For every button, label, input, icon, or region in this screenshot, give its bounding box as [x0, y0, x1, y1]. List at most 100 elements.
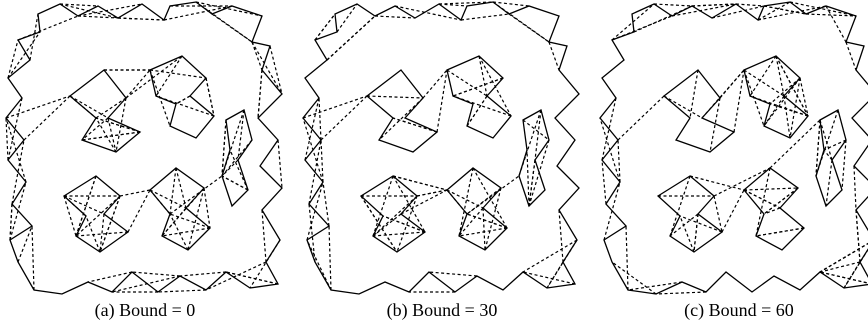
triangulation-diagonal	[844, 240, 868, 288]
triangulation-group	[600, 2, 868, 294]
triangulation-diagonal	[257, 69, 263, 119]
triangulation-diagonal	[221, 175, 249, 191]
triangulation-diagonal	[205, 261, 267, 291]
polygon-outline	[302, 1, 580, 295]
triangulation-diagonal	[396, 195, 418, 253]
triangulation-diagonal	[225, 271, 279, 285]
triangulation-group	[5, 1, 283, 295]
polygon-hole-outline	[518, 109, 550, 208]
polygon-hole-outline	[149, 55, 215, 139]
triangulation-diagonal	[211, 13, 253, 43]
triangulation-diagonal	[842, 140, 846, 190]
triangulation-diagonal	[149, 69, 207, 79]
triangulation-diagonal	[548, 41, 560, 71]
triangulation-diagonal	[378, 97, 424, 141]
triangulation-diagonal	[522, 239, 578, 273]
triangulation-diagonal	[438, 1, 494, 5]
triangulation-diagonal	[169, 213, 211, 229]
triangulation-diagonal	[602, 160, 606, 204]
triangulation-diagonal	[251, 41, 283, 95]
triangulation-diagonal	[229, 149, 249, 191]
triangulation-diagonal	[690, 176, 744, 190]
polygon-triangulation-c	[594, 0, 868, 300]
polygon-outline	[5, 1, 283, 295]
triangulation-diagonal	[764, 188, 798, 214]
triangulation-diagonal	[776, 56, 808, 116]
triangulation-diagonal	[694, 214, 698, 252]
caption-c: (c) Bound = 60	[684, 300, 794, 320]
polygon-hole-outline	[744, 168, 804, 250]
polygon-hole-outline	[446, 167, 508, 251]
triangulation-diagonal	[5, 95, 71, 119]
triangulation-diagonal	[161, 227, 211, 237]
triangulation-diagonal	[87, 271, 133, 283]
triangulation-diagonal	[826, 160, 832, 206]
triangulation-diagonal	[7, 39, 19, 79]
triangulation-diagonal	[366, 95, 424, 99]
triangulation-diagonal	[750, 56, 776, 96]
polygon-outline	[600, 2, 868, 294]
triangulation-diagonal	[710, 98, 720, 152]
triangulation-diagonal	[237, 109, 245, 161]
triangulation-diagonal	[169, 167, 177, 215]
triangulation-diagonal	[790, 78, 800, 138]
triangulation-diagonal	[221, 119, 227, 177]
polygon-hole-outline	[149, 167, 211, 251]
triangulation-diagonal	[372, 195, 418, 237]
triangulation-diagonal	[195, 1, 263, 17]
triangulation-diagonal	[820, 240, 868, 272]
triangulation-diagonal	[816, 120, 820, 176]
triangulation-diagonal	[436, 69, 448, 133]
triangulation-diagonal	[328, 225, 332, 291]
triangulation-diagonal	[558, 209, 564, 263]
caption-a: (a) Bound = 0	[94, 300, 196, 320]
triangulation-diagonal	[680, 216, 722, 232]
triangulation-diagonal	[31, 225, 35, 291]
triangulation-diagonal	[9, 203, 13, 241]
triangulation-diagonal	[428, 271, 478, 277]
triangulation-diagonal	[277, 139, 283, 189]
triangulation-diagonal	[63, 195, 105, 215]
triangulation-diagonal	[460, 13, 510, 21]
triangulation-diagonal	[744, 188, 798, 190]
triangulation-diagonal	[169, 213, 189, 251]
triangulation-diagonal	[382, 215, 426, 233]
triangulation-diagonal	[149, 189, 187, 209]
triangulation-diagonal	[249, 239, 281, 289]
polygon-hole-outline	[221, 109, 253, 208]
triangulation-diagonal	[526, 149, 530, 207]
triangulation-diagonal	[820, 272, 868, 284]
triangulation-diagonal	[372, 213, 402, 237]
triangulation-diagonal	[472, 167, 508, 229]
triangulation-diagonal	[692, 4, 736, 6]
triangulation-diagonal	[5, 117, 9, 161]
triangulation-diagonal	[714, 196, 722, 232]
triangulation-diagonal	[756, 228, 804, 236]
triangulation-diagonal	[81, 131, 141, 141]
triangulation-diagonal	[7, 31, 41, 79]
triangulation-diagonal	[394, 5, 462, 21]
triangulation-diagonal	[618, 96, 664, 140]
triangulation-diagonal	[758, 2, 790, 20]
triangulation-diagonal	[95, 117, 141, 133]
triangulation-diagonal	[95, 97, 127, 119]
triangulation-diagonal	[626, 226, 628, 290]
triangulation-diagonal	[528, 159, 536, 207]
triangulation-diagonal	[824, 140, 846, 150]
polygon-hole-outline	[664, 70, 734, 152]
triangulation-diagonal	[854, 166, 856, 210]
triangulation-diagonal	[326, 15, 376, 61]
triangulation-diagonal	[670, 176, 690, 236]
triangulation-diagonal	[452, 77, 504, 97]
polygon-hole-outline	[62, 175, 130, 253]
triangulation-diagonal	[205, 77, 215, 117]
triangulation-diagonal	[99, 195, 121, 253]
triangulation-diagonal	[820, 262, 860, 272]
triangulation-diagonal	[318, 97, 322, 141]
triangulation-diagonal	[372, 231, 426, 237]
triangulation-diagonal	[628, 282, 682, 290]
triangulation-diagonal	[446, 69, 488, 97]
triangulation-diagonal	[221, 139, 253, 177]
triangulation-diagonal	[612, 262, 656, 294]
polygon-triangulation-b	[302, 1, 580, 295]
